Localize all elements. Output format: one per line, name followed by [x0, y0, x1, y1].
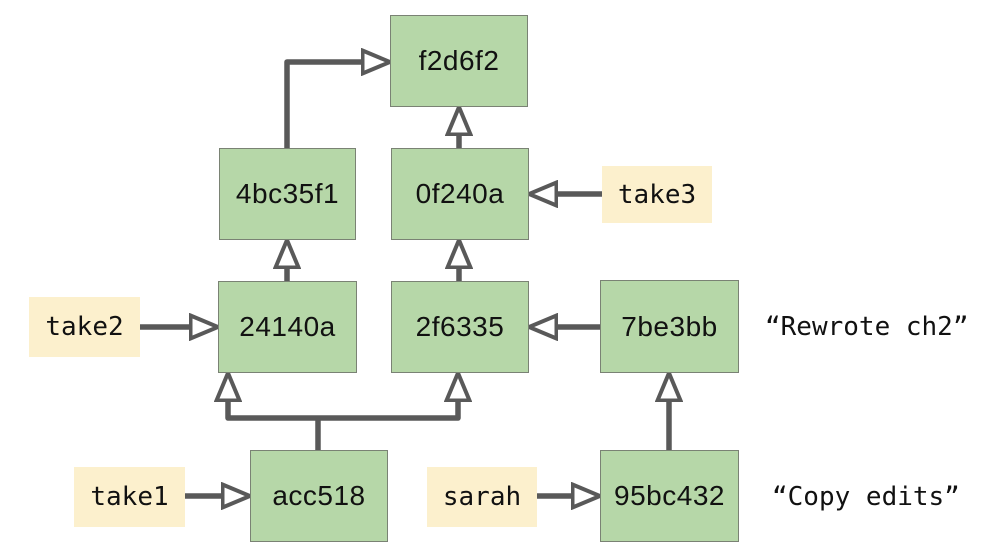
- ref-label-take3: take3: [602, 166, 712, 223]
- ref-label-sarah: sarah: [427, 467, 537, 527]
- annotation-rewrote-ch2: “Rewrote ch2”: [765, 312, 969, 342]
- commit-node-acc518: acc518: [250, 450, 388, 542]
- edge-4bc35f1-to-f2d6f2: [284, 62, 362, 148]
- commit-node-7be3bb: 7be3bb: [600, 280, 739, 373]
- annotation-copy-edits: “Copy edits”: [772, 482, 960, 512]
- commit-node-f2d6f2: f2d6f2: [390, 15, 528, 107]
- commit-node-2f6335: 2f6335: [391, 281, 529, 373]
- commit-node-0f240a: 0f240a: [391, 148, 529, 240]
- commit-node-95bc432: 95bc432: [600, 450, 739, 542]
- ref-label-take1: take1: [74, 467, 185, 527]
- edge-acc518-to-2f6335: [318, 401, 458, 421]
- commit-node-4bc35f1: 4bc35f1: [219, 148, 356, 240]
- ref-label-take2: take2: [29, 297, 140, 357]
- commit-node-24140a: 24140a: [218, 281, 357, 373]
- edge-acc518-to-24140a: [228, 401, 318, 421]
